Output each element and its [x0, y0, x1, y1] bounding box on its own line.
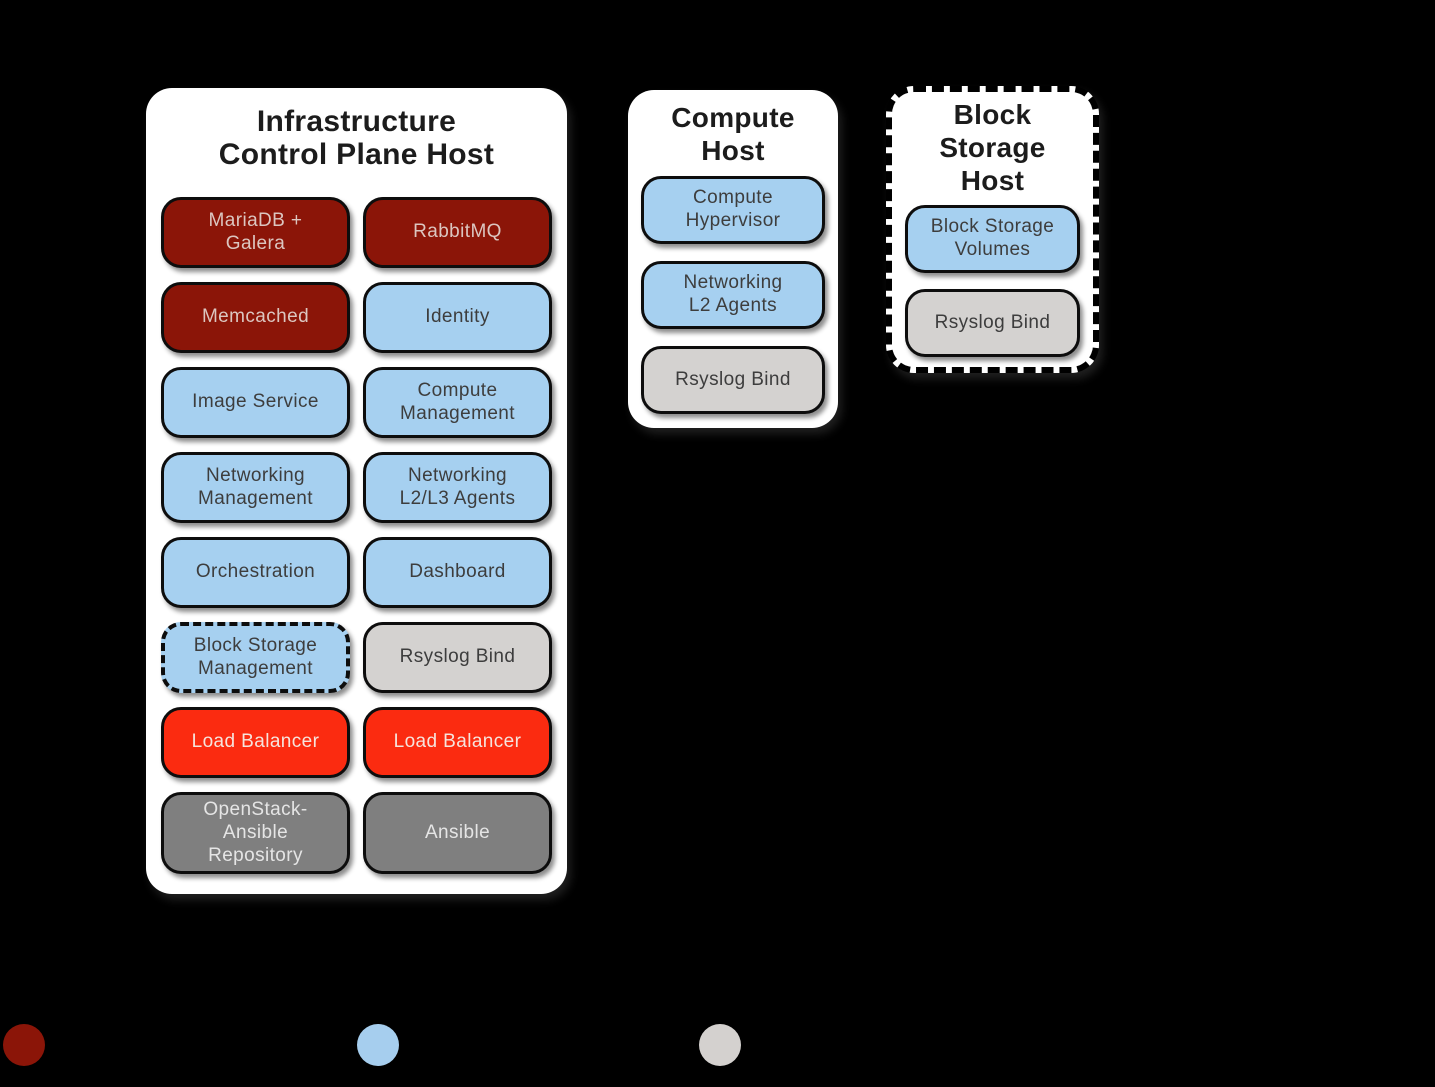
panel-compute-host: Compute Host Compute Hypervisor Networki… [628, 90, 838, 428]
panel-title-infrastructure: Infrastructure Control Plane Host [218, 105, 495, 171]
service-block-storage-management: Block Storage Management [161, 622, 350, 693]
service-load-balancer-1: Load Balancer [161, 707, 350, 778]
service-identity: Identity [363, 282, 552, 353]
service-image-service: Image Service [161, 367, 350, 438]
service-rsyslog-bind-block: Rsyslog Bind [905, 289, 1080, 358]
service-rsyslog-bind-infra: Rsyslog Bind [363, 622, 552, 693]
service-compute-hypervisor: Compute Hypervisor [641, 176, 825, 245]
panel-title-compute: Compute Host [671, 102, 795, 167]
legend-dot-gray [699, 1024, 741, 1066]
service-networking-management: Networking Management [161, 452, 350, 523]
panel-infrastructure-control-plane-host: Infrastructure Control Plane Host MariaD… [146, 88, 567, 894]
service-dashboard: Dashboard [363, 537, 552, 608]
legend-dot-blue [357, 1024, 399, 1066]
service-compute-management: Compute Management [363, 367, 552, 438]
panel-title-block-storage: Block Storage Host [939, 99, 1046, 196]
service-memcached: Memcached [161, 282, 350, 353]
legend-dot-dark-red [3, 1024, 45, 1066]
service-orchestration: Orchestration [161, 537, 350, 608]
service-openstack-ansible-repository: OpenStack- Ansible Repository [161, 792, 350, 875]
block-services-stack: Block Storage Volumes Rsyslog Bind [892, 197, 1093, 358]
infra-services-grid: MariaDB + Galera RabbitMQ Memcached Iden… [146, 171, 567, 875]
service-load-balancer-2: Load Balancer [363, 707, 552, 778]
panel-block-storage-host: Block Storage Host Block Storage Volumes… [886, 86, 1099, 373]
service-rsyslog-bind-compute: Rsyslog Bind [641, 346, 825, 415]
compute-services-stack: Compute Hypervisor Networking L2 Agents … [628, 167, 838, 415]
service-networking-l2-agents: Networking L2 Agents [641, 261, 825, 330]
service-mariadb-galera: MariaDB + Galera [161, 197, 350, 268]
service-ansible: Ansible [363, 792, 552, 875]
service-block-storage-volumes: Block Storage Volumes [905, 205, 1080, 274]
service-rabbitmq: RabbitMQ [363, 197, 552, 268]
service-networking-l2l3-agents: Networking L2/L3 Agents [363, 452, 552, 523]
